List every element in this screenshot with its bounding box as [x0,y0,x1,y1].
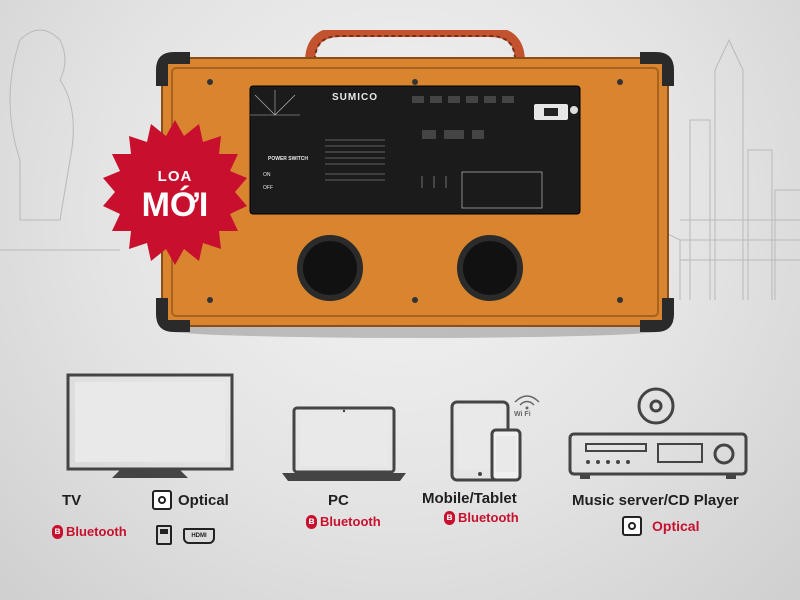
corner-protector [640,52,674,86]
music-label: Music server/CD Player [572,492,739,509]
tv-label: TV [62,492,82,509]
panel-brand-text: SUMICO [332,92,378,103]
pc-label: PC [328,492,349,509]
laptop-icon [282,406,406,481]
mobile-bluetooth-label: ʙ Bluetooth [444,510,519,525]
skyline-background [0,29,800,300]
tv-optical-label: Optical [178,492,229,509]
new-badge [103,120,247,265]
bluetooth-icon: ʙ [306,514,317,529]
wifi-icon [514,395,540,410]
badge-line1: LOA [157,168,193,185]
phone-icon [490,428,522,482]
corner-protector [156,298,190,332]
speaker-rear-view [156,30,674,338]
cd-player-icon [568,432,748,479]
disc-icon [637,387,675,425]
optical-port-icon [152,490,172,510]
switch-on-label: ON [263,172,271,178]
corner-protector [156,52,190,86]
music-optical-label: Optical [652,518,700,534]
optical-port-icon [622,516,642,536]
pc-bluetooth-label: ʙ Bluetooth [306,514,381,529]
tv-bluetooth-label: ʙ Bluetooth [52,524,127,539]
tv-icon [66,373,234,478]
mobile-label: Mobile/Tablet [422,490,517,507]
wifi-label: Wi Fi [514,411,531,418]
bluetooth-icon: ʙ [444,510,455,525]
badge-line2: MỚI [141,186,209,224]
power-switch-label: POWER SWITCH [268,156,308,162]
speaker-handle [305,30,525,63]
switch-off-label: OFF [263,185,273,191]
bluetooth-icon: ʙ [52,524,63,539]
bass-port-left [297,235,363,301]
hdmi-icon: HDMI [183,528,215,544]
corner-protector [640,298,674,332]
bass-port-right [457,235,523,301]
usb-icon [156,525,172,545]
control-panel [249,85,581,215]
